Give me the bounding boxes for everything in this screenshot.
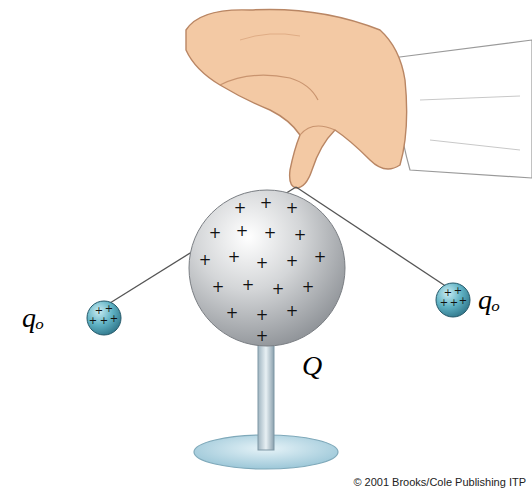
svg-text:+: + — [212, 278, 225, 296]
copyright-notice: © 2001 Brooks/Cole Publishing ITP — [353, 477, 526, 488]
svg-text:+: + — [234, 199, 247, 217]
svg-text:+: + — [256, 327, 269, 345]
svg-text:+: + — [209, 224, 222, 242]
sleeve — [392, 40, 532, 178]
svg-text:+: + — [228, 248, 241, 266]
svg-text:+: + — [199, 251, 212, 269]
svg-text:+: + — [272, 280, 285, 298]
svg-text:+: + — [450, 297, 458, 308]
svg-text:+: + — [286, 302, 299, 320]
charged-ball — [87, 301, 121, 335]
charge-label: qₒ — [478, 286, 500, 314]
hand — [186, 9, 407, 188]
svg-text:+: + — [256, 306, 269, 324]
svg-text:+: + — [286, 252, 299, 270]
svg-text:+: + — [89, 315, 97, 326]
svg-text:+: + — [314, 248, 327, 266]
svg-text:+: + — [256, 254, 269, 272]
svg-text:+: + — [226, 304, 239, 322]
svg-text:+: + — [302, 278, 315, 296]
svg-text:+: + — [110, 313, 118, 324]
svg-text:+: + — [100, 315, 108, 326]
charged-sphere — [189, 190, 345, 346]
charge-label: Q — [302, 352, 322, 380]
svg-text:+: + — [236, 222, 249, 240]
svg-text:+: + — [294, 226, 307, 244]
stand-pole — [258, 340, 274, 450]
plus-signs: +++ ++++ +++++ ++++ +++ + — [199, 194, 327, 345]
charged-ball — [436, 283, 470, 317]
svg-text:+: + — [264, 224, 277, 242]
svg-text:+: + — [242, 276, 255, 294]
svg-text:+: + — [260, 194, 273, 212]
svg-text:+: + — [286, 199, 299, 217]
svg-text:+: + — [440, 297, 448, 308]
svg-text:+: + — [459, 295, 467, 306]
charge-label: qₒ — [22, 304, 44, 332]
